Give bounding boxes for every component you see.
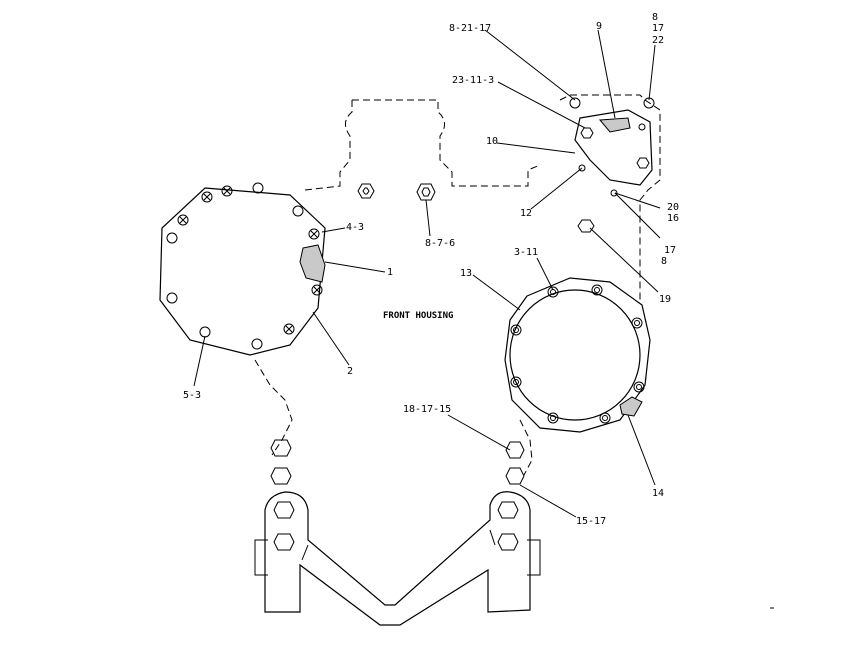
callout-9: 9 — [596, 21, 602, 32]
mount-bracket — [254, 491, 774, 626]
callout-2: 2 — [347, 366, 353, 377]
callout-14: 14 — [652, 488, 664, 499]
gasket-1 — [299, 244, 326, 283]
gasket-14 — [619, 396, 643, 417]
front-housing-title: FRONT HOUSING — [383, 311, 453, 321]
callout-20: 20 — [667, 202, 679, 213]
callout-8-21-17: 8-21-17 — [449, 23, 491, 34]
front-housing-outline — [254, 94, 661, 476]
callout-16: 16 — [667, 213, 679, 224]
housing-bolt-8-7-6 — [416, 183, 436, 201]
housing-bolt — [357, 183, 375, 199]
callout-18-17-15: 18-17-15 — [403, 404, 451, 415]
callout-23-11-3: 23-11-3 — [452, 75, 494, 86]
cover-dashed-line — [559, 94, 571, 101]
lower-right-bolts — [505, 441, 525, 485]
bolt-19 — [577, 219, 595, 233]
callout-13: 13 — [460, 268, 472, 279]
callout-12: 12 — [520, 208, 532, 219]
callout-15-17: 15-17 — [576, 516, 606, 527]
callout-8: 8 — [652, 12, 658, 23]
callout-5-3: 5-3 — [183, 390, 201, 401]
leader-lines — [193, 29, 661, 518]
callout-22: 22 — [652, 35, 664, 46]
callout-10: 10 — [486, 136, 498, 147]
callout-3-11: 3-11 — [514, 247, 538, 258]
callout-17-b: 17 — [664, 245, 676, 256]
callout-4-3: 4-3 — [346, 222, 364, 233]
lower-left-bolts — [270, 439, 292, 485]
callout-8-b: 8 — [661, 256, 667, 267]
gasket-9 — [598, 117, 631, 133]
callout-17: 17 — [652, 23, 664, 34]
callout-8-7-6: 8-7-6 — [425, 238, 455, 249]
ring-cover — [504, 277, 651, 433]
upper-right-cover — [569, 97, 655, 197]
left-cover-plate — [159, 182, 326, 356]
callout-19: 19 — [659, 294, 671, 305]
callout-1: 1 — [387, 267, 393, 278]
